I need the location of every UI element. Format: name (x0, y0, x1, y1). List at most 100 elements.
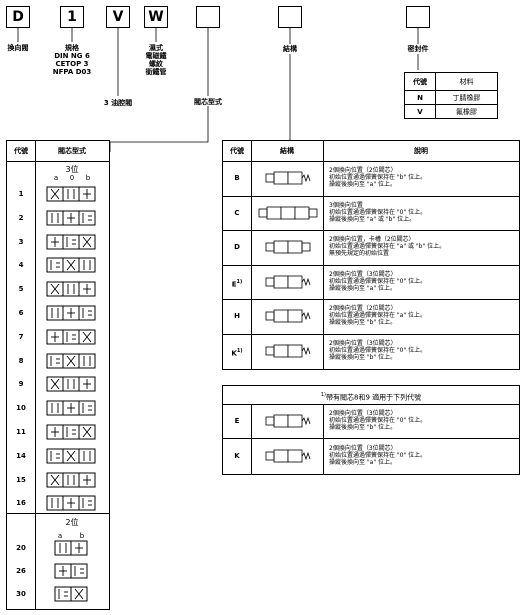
flow-path (83, 450, 91, 461)
structure-symbol-holder (255, 237, 321, 257)
flow-path (50, 188, 60, 200)
label-seal: 密封件 (407, 45, 429, 53)
description-line: 2個換向位置（3位閥芯） (329, 340, 397, 347)
solenoid-right (308, 208, 318, 217)
valve-cell (273, 414, 289, 428)
flow-path (83, 474, 91, 485)
spool-symbol (46, 234, 96, 250)
flow-path (66, 450, 76, 462)
structure-code: K1) (231, 348, 243, 358)
structure-description: 2個換向位置（3位閥芯）初始位置通過彈簧保持在 "0" 位上。操縱後換向至 "a… (325, 271, 519, 292)
description-line: 初始位置通過彈簧保持在 "0" 位上。 (329, 347, 427, 354)
structure-col-divider (323, 141, 324, 369)
flow-path (82, 212, 92, 223)
valve-symbol (265, 171, 311, 185)
spool-symbol-holder (46, 448, 96, 464)
spool-code: 9 (18, 380, 24, 389)
spool-symbol (54, 563, 88, 579)
description-line: 初始位置通過彈簧保持在 "0" 位上。 (329, 452, 427, 459)
footnote-code: K (234, 452, 240, 460)
structure-row-divider (223, 334, 519, 335)
flow-path (66, 331, 76, 342)
structure-row-divider (223, 230, 519, 232)
label-solenoid-tube: 銜鐵管 (145, 68, 167, 76)
structure-col-divider (251, 141, 252, 369)
code-box-structure (278, 6, 302, 28)
description-line: 操縱後換向至 "a" 位上。 (329, 459, 397, 466)
spool-cell (46, 495, 64, 511)
solenoid-left (265, 173, 275, 183)
description-line: 操縱後換向至 "a" 位上。 (329, 181, 397, 188)
description-line: 操縱後換向至 "b" 位上。 (329, 319, 397, 327)
description-line: 初始位置通過彈簧保持在 "0" 位上。 (329, 417, 427, 424)
spool-cell (78, 305, 96, 321)
flow-path (50, 474, 60, 485)
spool-cell (78, 353, 96, 369)
structure-symbol-holder (255, 341, 321, 361)
spool-symbol (46, 186, 96, 202)
description-line: 2個換向位置（2位閥芯） (329, 167, 397, 174)
solenoid-left (265, 311, 275, 321)
flow-path (59, 566, 67, 576)
spool-cell (46, 353, 64, 369)
valve-cell (287, 240, 303, 254)
solenoid-left (265, 346, 275, 356)
flow-path (59, 543, 67, 553)
flow-path (51, 236, 59, 247)
solenoid-left (265, 451, 275, 461)
seal-header-material: 材料 (435, 72, 498, 91)
flow-path (67, 284, 75, 295)
flow-path (67, 474, 75, 485)
flow-path (67, 379, 75, 390)
spool-symbol (46, 281, 96, 297)
flow-path (75, 543, 83, 553)
description-line: 2個換向位置，卡槽（2位閥芯） (329, 236, 415, 244)
structure-code: C (234, 208, 240, 217)
flow-path (51, 331, 59, 342)
flow-path (51, 308, 59, 318)
structure-code: E1) (231, 278, 243, 289)
structure-header-code: 代號 (230, 147, 244, 155)
flow-path (51, 403, 59, 414)
seal-row-code: N (404, 90, 436, 105)
solenoid-left (258, 208, 268, 217)
label-size-title: 規格 (65, 44, 79, 52)
spool-symbol-holder (46, 400, 96, 416)
spool-cell (78, 400, 96, 416)
structure-header-desc: 說明 (414, 147, 428, 155)
structure-header-structure: 結構 (280, 147, 294, 155)
label-solenoid-thread: 螺紋 (149, 60, 163, 68)
spring (301, 312, 311, 321)
flow-path (67, 403, 75, 414)
description-line: 操縱後換向至 "a" 或 "b" 位上。 (329, 215, 416, 223)
spool-code: 4 (18, 261, 24, 270)
spool-col-divider (35, 141, 36, 609)
spool-symbol-holder (54, 586, 88, 602)
spool-cell (62, 376, 80, 392)
spool-cell (62, 472, 80, 488)
spool-symbol-holder (46, 353, 96, 369)
valve-cell (287, 275, 303, 289)
seal-table: 代號 材料 N 丁腈橡膠 V 氟橡膠 (404, 72, 498, 119)
footnote-marker: 1) (236, 278, 243, 285)
footnote-marker: 1) (320, 392, 326, 398)
valve-cell (273, 240, 289, 254)
spool-cell (54, 586, 72, 602)
valve-symbol (265, 240, 311, 254)
spool-code: 30 (16, 590, 26, 598)
spool-header-code: 代號 (14, 147, 28, 155)
flow-path (51, 427, 59, 437)
seal-row-code: V (404, 104, 436, 119)
flow-path (58, 589, 68, 599)
flow-path (50, 283, 60, 295)
flow-path (67, 498, 75, 509)
code-box-spool (196, 6, 220, 28)
spool-symbol-holder (46, 186, 96, 202)
spool-cell (62, 329, 80, 345)
spool-cell (46, 210, 64, 226)
valve-cell (273, 171, 289, 185)
label-solenoid: 濕式 電磁鐵 螺紋 銜鐵管 (138, 44, 174, 76)
footnote-marker: 1) (236, 348, 243, 354)
spool-cell (70, 563, 88, 579)
